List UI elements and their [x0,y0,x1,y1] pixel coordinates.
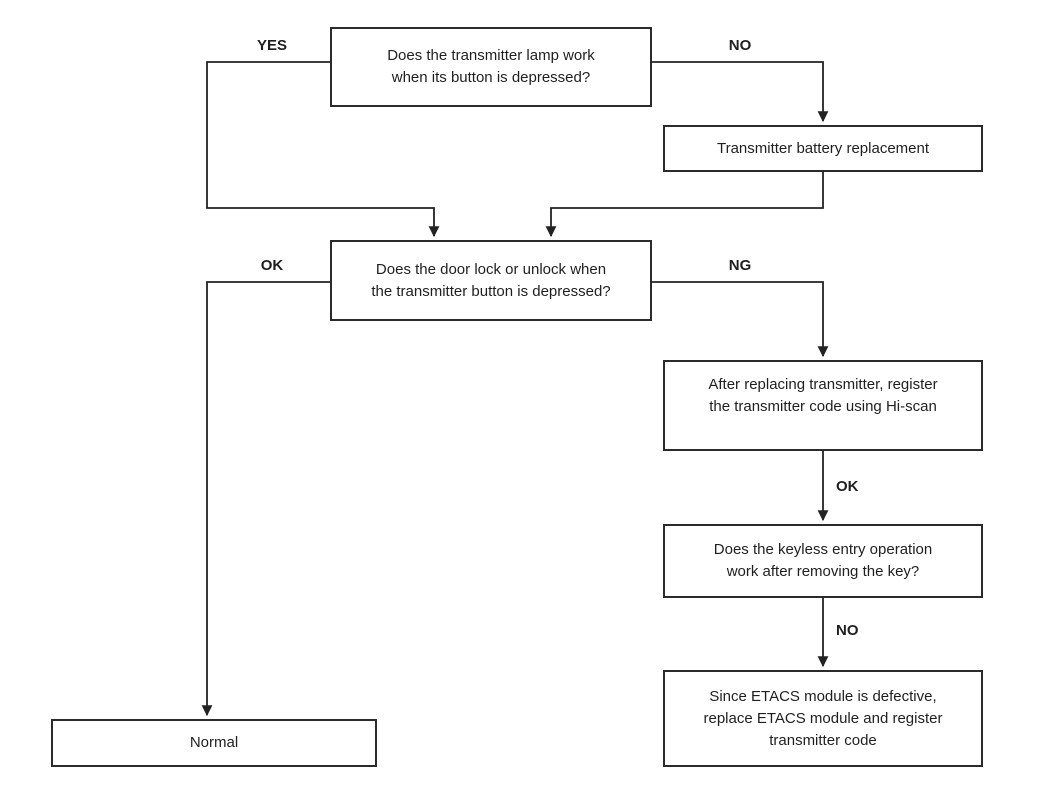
flow-node-text: Does the transmitter lamp work when its … [387,47,595,86]
edge-label-yes: YES [256,37,287,54]
edge-battery-to-door-lock-path [545,172,824,238]
flow-node-replace-etacs-module: Since ETACS module is defective, replace… [663,670,983,767]
flow-node-door-lock-question: Does the door lock or unlock when the tr… [330,240,652,321]
edge-yes-path [206,61,440,238]
flow-node-text: Transmitter battery replacement [716,139,930,157]
edge-label-ng: NG [728,257,752,274]
edge-label-ok-2: OK [836,478,859,495]
flow-node-text: After replacing transmitter, register th… [708,376,938,415]
edge-no-path [652,61,829,123]
edge-label-no-1: NO [728,37,752,54]
edge-ng-path [652,281,829,358]
flow-node-transmitter-lamp-question: Does the transmitter lamp work when its … [330,27,652,107]
flow-node-text: Does the door lock or unlock when the tr… [371,260,611,300]
flow-node-normal: Normal [51,719,377,767]
flow-node-register-transmitter-code: After replacing transmitter, register th… [663,360,983,451]
flow-node-battery-replacement: Transmitter battery replacement [663,125,983,172]
flow-node-keyless-entry-question: Does the keyless entry operation work af… [663,524,983,598]
flow-node-text: Normal [189,734,239,751]
flow-node-text: Since ETACS module is defective, replace… [703,687,943,749]
edge-label-no-2: NO [836,622,859,639]
edge-label-ok-1: OK [260,257,284,274]
flow-node-text: Does the keyless entry operation work af… [713,541,933,580]
edge-ok-to-normal-path [201,281,330,717]
